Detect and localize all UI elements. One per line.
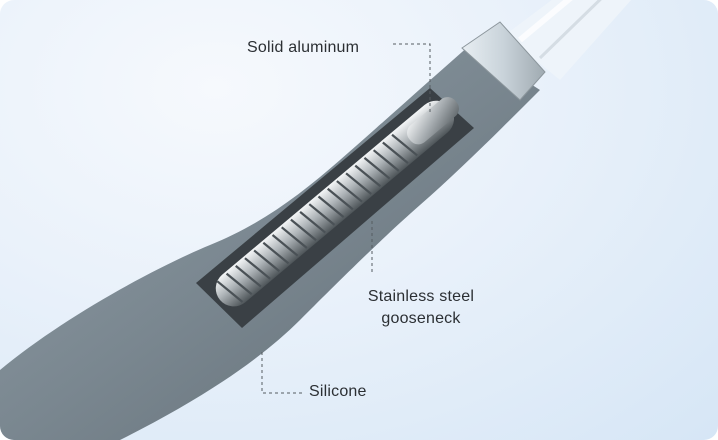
leader-solid-aluminum bbox=[393, 43, 431, 112]
leader-silicone bbox=[261, 350, 302, 394]
label-stainless-steel-gooseneck: Stainless steel gooseneck bbox=[356, 286, 486, 330]
clear-tube bbox=[505, 0, 632, 80]
steel-coils bbox=[215, 100, 455, 307]
label-solid-aluminum: Solid aluminum bbox=[247, 39, 360, 56]
label-silicone: Silicone bbox=[309, 383, 367, 400]
aluminum-rod bbox=[407, 97, 459, 145]
cutaway-window bbox=[196, 88, 474, 328]
collar-cap bbox=[461, 21, 546, 101]
label-stainless-line2: gooseneck bbox=[381, 310, 461, 327]
label-stainless-line1: Stainless steel bbox=[367, 288, 475, 305]
